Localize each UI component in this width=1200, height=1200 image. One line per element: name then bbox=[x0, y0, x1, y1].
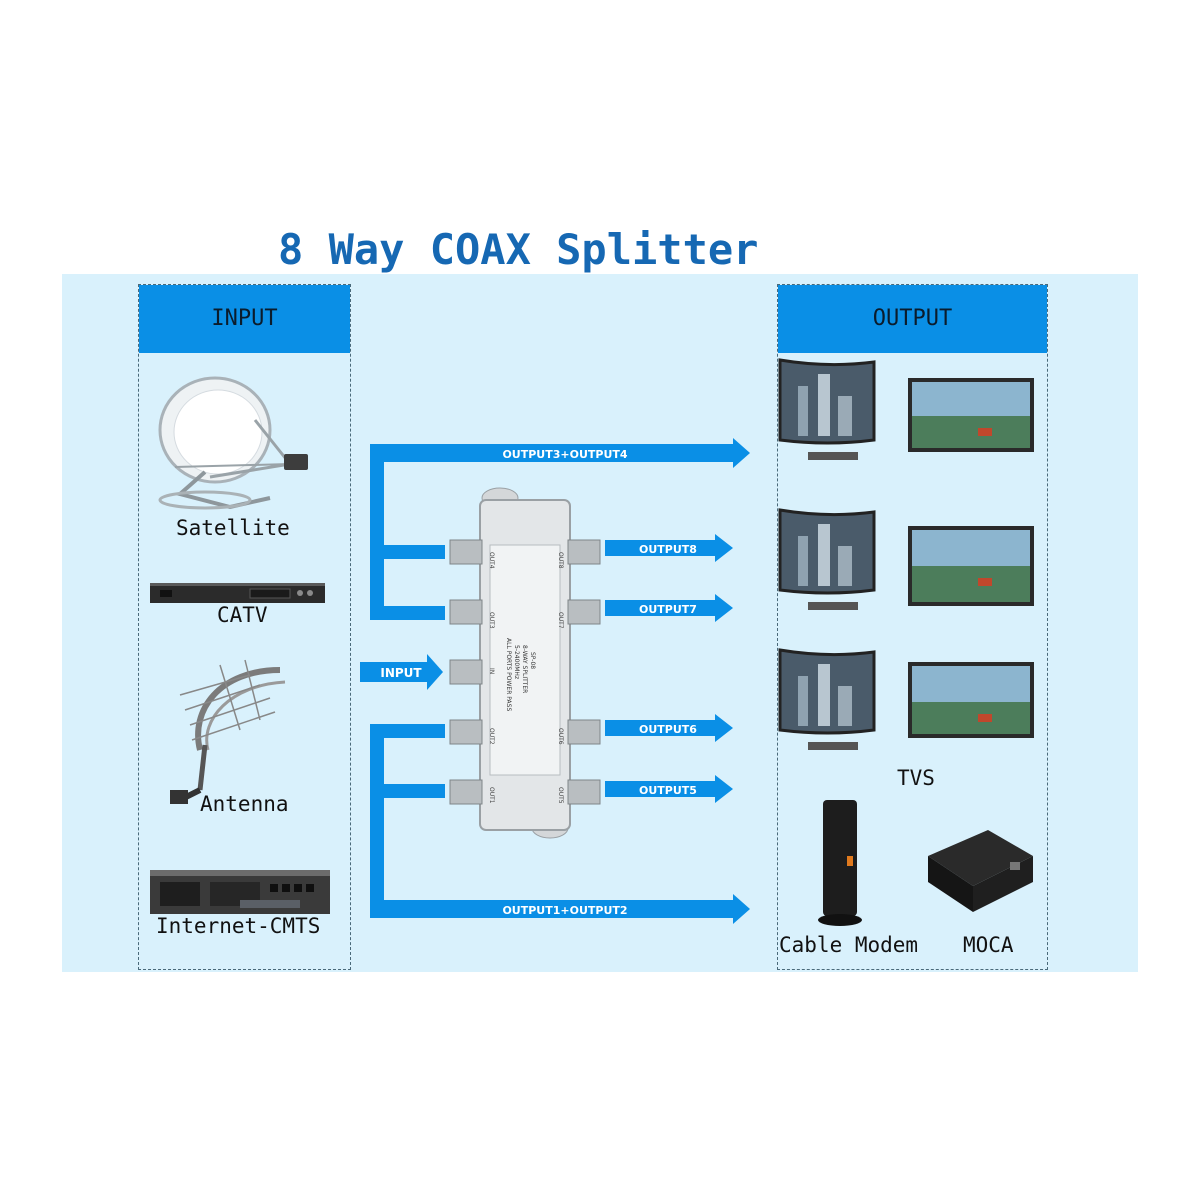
splitter-diagram bbox=[360, 438, 750, 924]
port-label-out8: OUT8 bbox=[557, 552, 564, 569]
splitter-power-pass: ALL PORTS POWER PASS bbox=[505, 638, 512, 711]
source-label-catv: CATV bbox=[217, 603, 268, 627]
port-label-out7: OUT7 bbox=[557, 612, 564, 629]
arrow-output5 bbox=[605, 781, 715, 797]
rack-receiver-icon bbox=[150, 583, 325, 603]
tvs-label: TVS bbox=[897, 766, 935, 790]
arrow-labels: OUTPUT3+OUTPUT4 OUTPUT8 OUTPUT7 INPUT OU… bbox=[380, 448, 697, 917]
tv-set-row-1 bbox=[778, 358, 1034, 460]
source-label-satellite: Satellite bbox=[176, 516, 290, 540]
curved-tv-icon bbox=[778, 648, 876, 750]
port-label-out2: OUT2 bbox=[488, 728, 495, 745]
input-panel: INPUT bbox=[138, 284, 351, 970]
flat-tv-icon bbox=[908, 662, 1034, 738]
cable-modem-icon bbox=[818, 800, 862, 926]
label-output7: OUTPUT7 bbox=[639, 603, 697, 616]
cmts-router-icon bbox=[150, 870, 330, 914]
arrow-input bbox=[360, 662, 430, 682]
moca-adapter-icon bbox=[928, 830, 1033, 912]
tv-set-row-3 bbox=[778, 648, 1034, 750]
arrow-output8 bbox=[605, 540, 715, 556]
output-panel: OUTPUT bbox=[777, 284, 1048, 970]
flat-tv-icon bbox=[908, 526, 1034, 606]
satellite-dish-icon bbox=[158, 376, 308, 510]
label-output3-4: OUTPUT3+OUTPUT4 bbox=[502, 448, 627, 461]
label-output8: OUTPUT8 bbox=[639, 543, 697, 556]
port-label-out6: OUT6 bbox=[557, 728, 564, 745]
port-label-out5: OUT5 bbox=[557, 787, 564, 804]
label-input-arrow: INPUT bbox=[380, 666, 422, 680]
yagi-antenna-icon bbox=[170, 659, 286, 804]
source-label-antenna: Antenna bbox=[200, 792, 289, 816]
cable-modem-label: Cable Modem bbox=[779, 933, 919, 957]
input-header: INPUT bbox=[139, 285, 350, 353]
moca-label: MOCA bbox=[963, 933, 1014, 957]
label-output1-2: OUTPUT1+OUTPUT2 bbox=[502, 904, 627, 917]
arrow-output6 bbox=[605, 720, 715, 736]
label-output6: OUTPUT6 bbox=[639, 723, 697, 736]
page-title: 8 Way COAX Splitter bbox=[278, 225, 759, 274]
label-output5: OUTPUT5 bbox=[639, 784, 697, 797]
curved-tv-icon bbox=[778, 508, 876, 610]
arrow-output7 bbox=[605, 600, 715, 616]
port-label-in: IN bbox=[488, 668, 495, 674]
tv-set-row-2 bbox=[778, 508, 1034, 610]
splitter-type: 8-WAY SPLITTER bbox=[521, 645, 528, 693]
curved-tv-icon bbox=[778, 358, 876, 460]
port-label-out4: OUT4 bbox=[488, 552, 495, 569]
splitter-device bbox=[449, 487, 601, 839]
splitter-model: SP-08 bbox=[529, 652, 536, 669]
port-label-out3: OUT3 bbox=[488, 612, 495, 629]
arrow-output3-4 bbox=[370, 444, 735, 462]
port-label-out1: OUT1 bbox=[488, 787, 495, 804]
source-label-internet-cmts: Internet-CMTS bbox=[156, 914, 321, 938]
arrow-output1-2 bbox=[370, 900, 735, 918]
flat-tv-icon bbox=[908, 378, 1034, 452]
splitter-freq: 5-2400MHz bbox=[513, 645, 520, 679]
output-header: OUTPUT bbox=[778, 285, 1047, 353]
